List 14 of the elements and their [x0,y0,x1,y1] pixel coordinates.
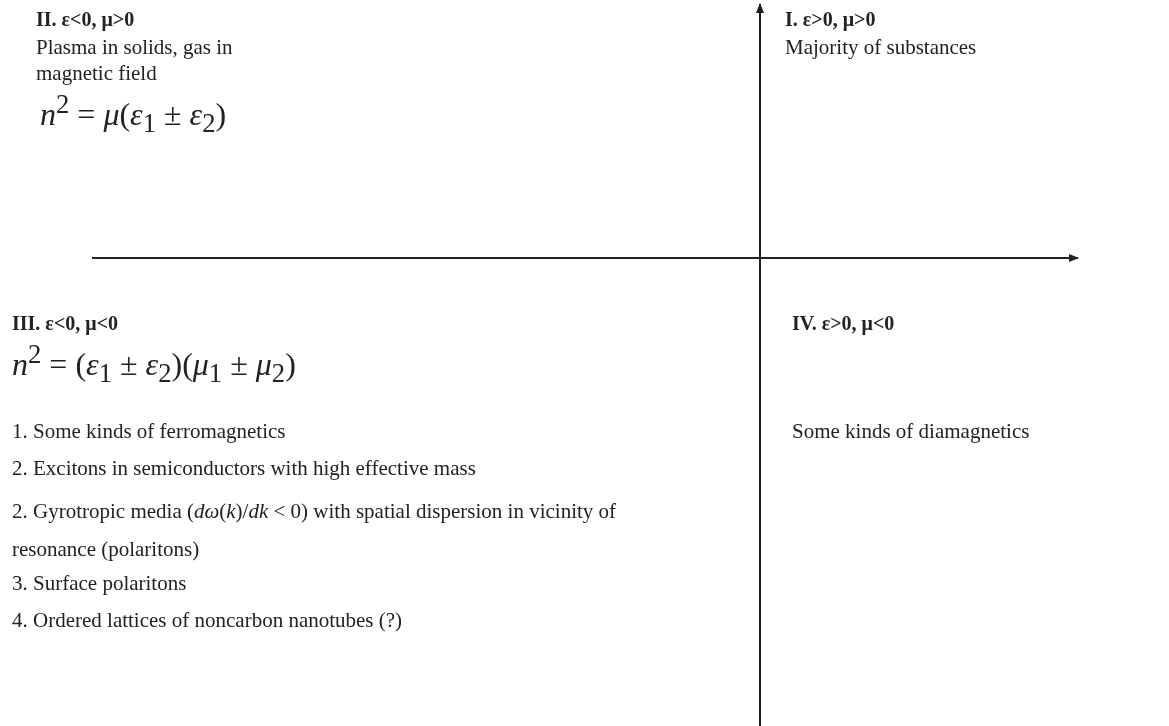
quadrant-description: Some kinds of diamagnetics [792,418,1030,444]
list-item: 1. Some kinds of ferromagnetics [12,418,286,444]
quadrant-heading: I. ε>0, μ>0 [785,7,876,32]
list-item: 3. Surface polaritons [12,570,187,596]
list-item: 2. Gyrotropic media (dω(k)/dk < 0) with spatial dispersion in vicinity of resonance (polaritons) [12,498,618,563]
formula: n$^{2}$ = (ε$_{1}$ ± ε$_{2}$)(μ$_{1}$ ± μ$_{2}$) [12,338,296,391]
list-item: 2. Excitons in semiconductors with high effective mass [12,455,476,481]
list-item: 4. Ordered lattices of noncarbon nanotubes (?) [12,607,403,633]
quadrant-heading: III. ε<0, μ<0 [12,311,119,336]
quadrant-heading: II. ε<0, μ>0 [36,7,135,32]
quadrant-description: Majority of substances [785,34,977,60]
quadrant-description: Plasma in solids, gas in magnetic field [36,34,234,86]
quadrant-heading: IV. ε>0, μ<0 [792,311,895,336]
formula: n$^{2}$ = μ(ε$_{1}$ ± ε$_{2}$) [40,88,227,141]
